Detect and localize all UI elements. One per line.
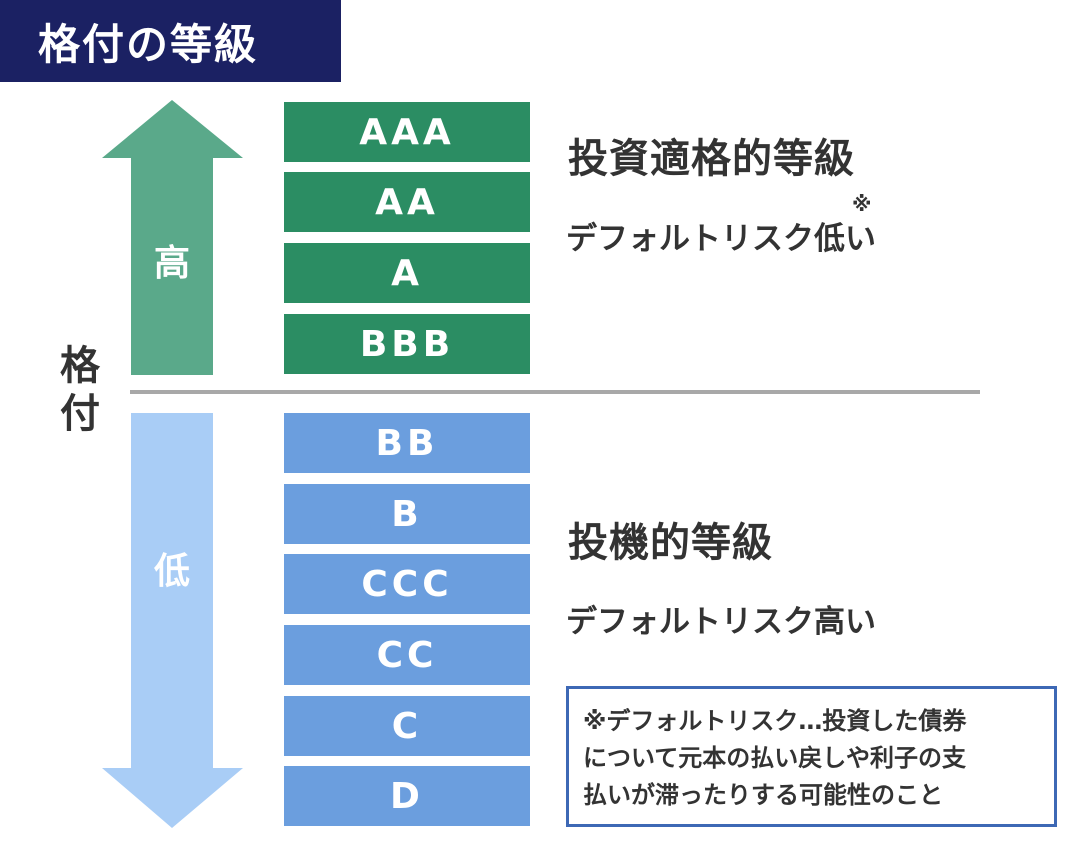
- grade-c: C: [284, 696, 530, 756]
- investment-grade-subtext: デフォルトリスク低い: [566, 221, 876, 257]
- grade-aaa: AAA: [284, 102, 530, 162]
- axis-label-line1: 格: [60, 343, 100, 389]
- note-line-3: 払いが滞ったりする可能性のこと: [583, 781, 943, 809]
- down-arrow: [102, 413, 243, 828]
- high-label: 高: [153, 243, 190, 284]
- speculative-grade-heading: 投機的等級: [568, 520, 773, 566]
- axis-label-line2: 付: [60, 391, 100, 437]
- grade-bbb: BBB: [284, 314, 530, 374]
- low-label: 低: [153, 551, 190, 592]
- rating-direction-arrows: [102, 100, 243, 828]
- grade-bb: BB: [284, 413, 530, 473]
- grade-aa: AA: [284, 172, 530, 232]
- axis-label: 格 付: [52, 342, 108, 438]
- grade-a: A: [284, 243, 530, 303]
- page-title: 格付の等級: [0, 0, 341, 82]
- investment-grade-heading: 投資適格的等級: [568, 136, 855, 182]
- note-line-1: ※デフォルトリスク…投資した債券: [583, 707, 967, 735]
- speculative-grade-subtext: デフォルトリスク高い: [566, 604, 876, 640]
- grade-divider: [130, 390, 980, 394]
- grade-d: D: [284, 766, 530, 826]
- note-reference-mark: ※: [852, 192, 872, 216]
- note-line-2: について元本の払い戻しや利子の支: [583, 744, 967, 772]
- up-arrow: [102, 100, 243, 375]
- grade-cc: CC: [284, 625, 530, 685]
- grade-b: B: [284, 484, 530, 544]
- default-risk-note: ※デフォルトリスク…投資した債券 について元本の払い戻しや利子の支 払いが滞った…: [566, 686, 1057, 827]
- grade-ccc: CCC: [284, 554, 530, 614]
